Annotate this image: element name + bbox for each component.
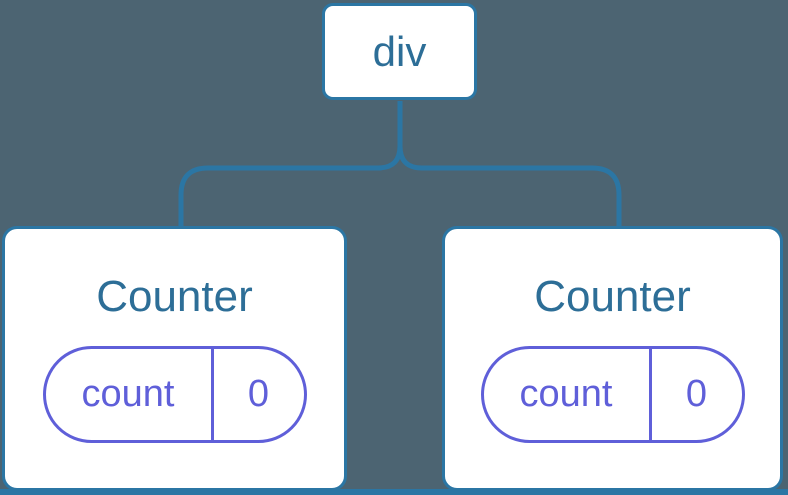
state-key-label: count [81, 373, 175, 416]
state-pill: count 0 [42, 345, 307, 443]
counter-title: Counter [534, 272, 691, 321]
state-key-label: count [519, 373, 613, 416]
root-node-div: div [322, 3, 477, 100]
state-pill: count 0 [480, 345, 745, 443]
counter-card-right: Counter count 0 [442, 226, 783, 491]
root-node-label: div [372, 27, 427, 75]
state-value-label: 0 [247, 373, 270, 416]
state-key-cell: count [46, 348, 214, 440]
counter-card-left: Counter count 0 [2, 226, 347, 491]
state-key-cell: count [484, 348, 652, 440]
counter-title: Counter [96, 272, 253, 321]
bottom-edge-bar [0, 489, 788, 495]
state-value-cell: 0 [214, 349, 304, 440]
state-value-cell: 0 [652, 349, 742, 440]
state-value-label: 0 [685, 373, 708, 416]
